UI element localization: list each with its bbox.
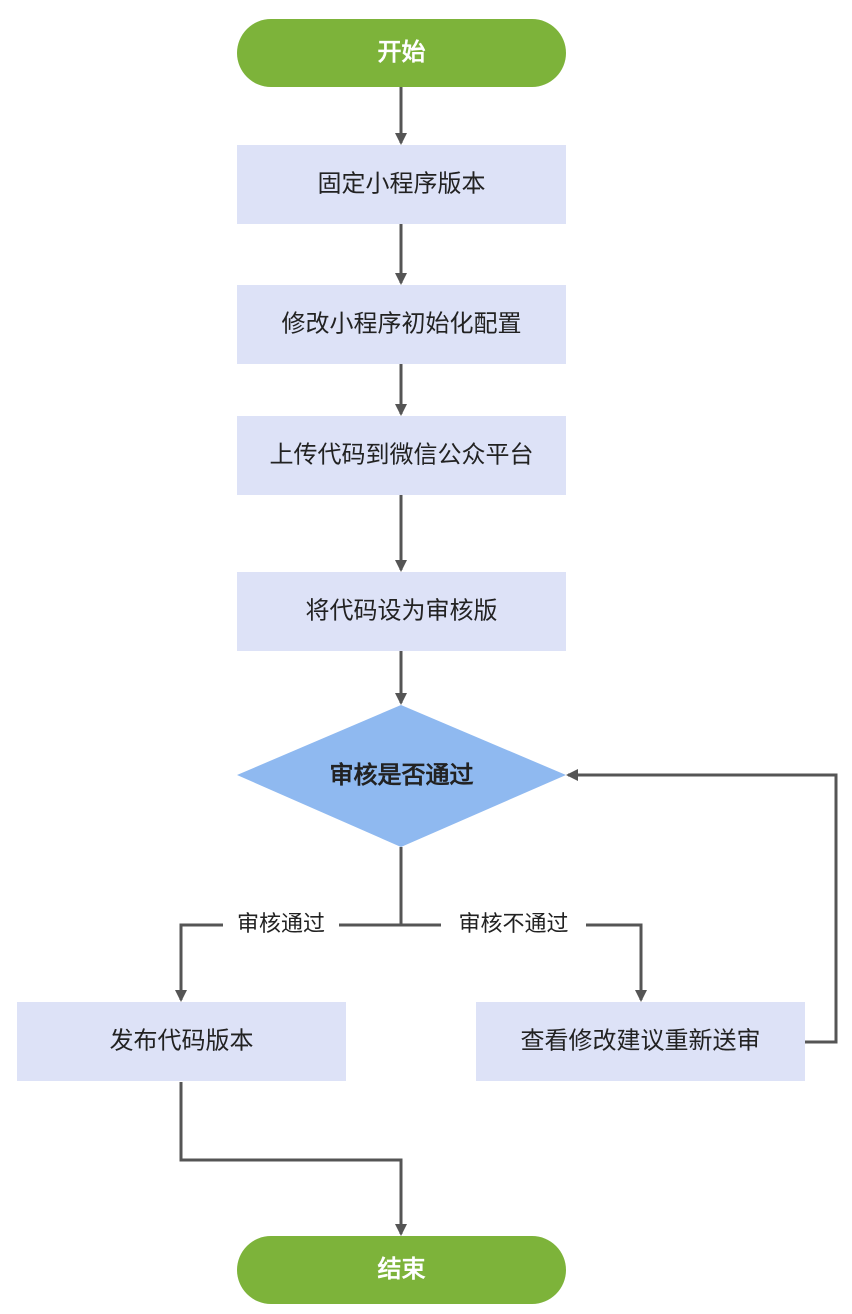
publish-node: 发布代码版本 [17, 1002, 346, 1081]
decision-node: 审核是否通过 [237, 705, 566, 847]
resubmit-node-label: 查看修改建议重新送审 [521, 1027, 761, 1055]
pass-branch-label-group: 审核通过 [223, 910, 339, 940]
process-step-1: 固定小程序版本 [237, 145, 566, 224]
decision-node-label: 审核是否通过 [330, 761, 474, 789]
publish-to-end-connector [179, 1082, 407, 1236]
end-node: 结束 [237, 1236, 566, 1304]
resubmit-loop-connector [566, 769, 838, 1044]
process-step-4: 将代码设为审核版 [237, 572, 566, 651]
process-step-3: 上传代码到微信公众平台 [237, 416, 566, 495]
process-step-3-label: 上传代码到微信公众平台 [270, 441, 534, 469]
process-step-2: 修改小程序初始化配置 [237, 285, 566, 364]
start-node-label: 开始 [378, 38, 426, 66]
publish-node-label: 发布代码版本 [110, 1027, 254, 1055]
end-node-label: 结束 [378, 1255, 427, 1283]
pass-branch-label: 审核通过 [237, 912, 325, 937]
process-step-4-label: 将代码设为审核版 [306, 597, 498, 625]
resubmit-node: 查看修改建议重新送审 [476, 1002, 805, 1081]
fail-branch-label: 审核不通过 [458, 912, 568, 937]
process-step-2-label: 修改小程序初始化配置 [282, 310, 522, 338]
fail-branch-label-group: 审核不通过 [441, 910, 586, 940]
start-node: 开始 [237, 19, 566, 87]
process-step-1-label: 固定小程序版本 [318, 170, 486, 198]
